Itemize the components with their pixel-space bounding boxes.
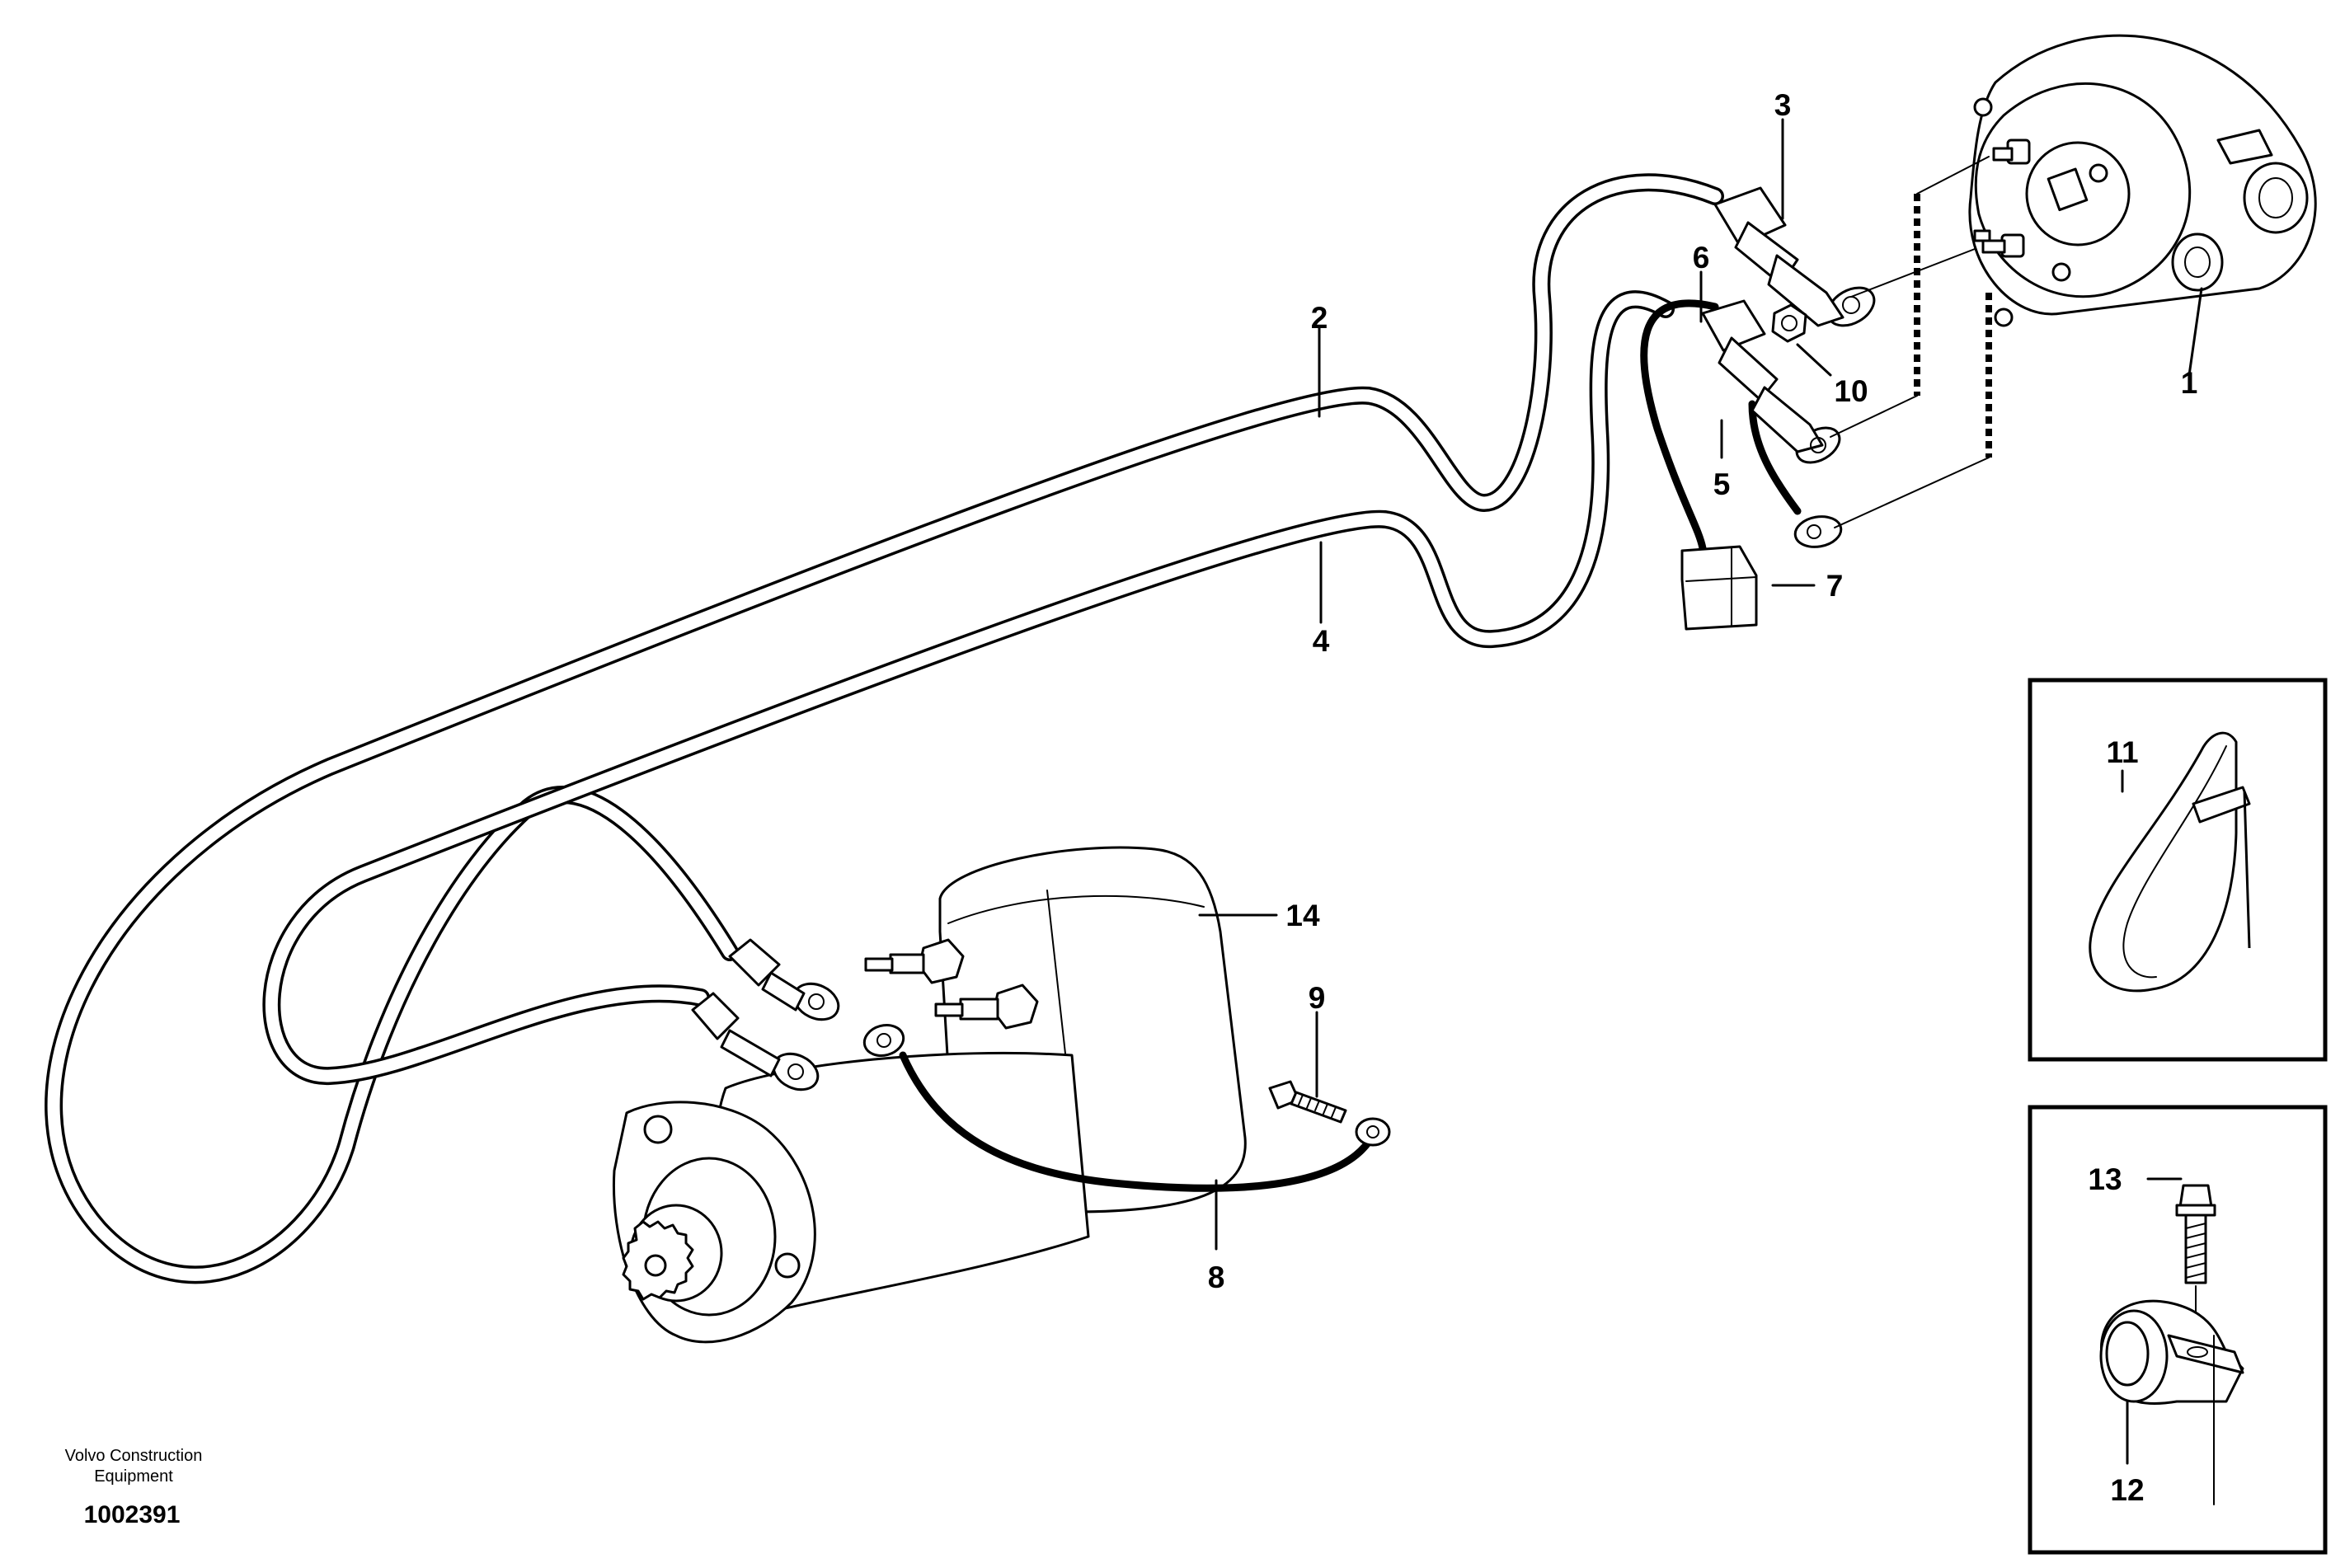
battery-cable-4 [262, 290, 1675, 1086]
signal-cable [1640, 299, 1719, 552]
callout-3: 3 [1774, 88, 1792, 122]
callout-12: 12 [2110, 1473, 2144, 1507]
callout-11: 11 [2106, 735, 2138, 769]
callout-5: 5 [1713, 467, 1731, 501]
callout-13: 13 [2088, 1162, 2122, 1196]
detail-box-clamp [2028, 1105, 2328, 1555]
callout-10: 10 [1834, 374, 1868, 408]
connector-7 [1680, 545, 1758, 631]
terminal-stud [1973, 97, 2108, 327]
cable-lug-3 [1713, 186, 1876, 327]
ring-terminal [1793, 515, 1843, 548]
battery-cable-2 [45, 173, 1724, 1284]
callout-14: 14 [1285, 899, 1320, 932]
callout-1: 1 [2181, 366, 2198, 400]
bolt-9 [1268, 1080, 1347, 1124]
assembly-lines [1830, 156, 1992, 528]
starter-motor [612, 846, 1247, 1344]
callout-7: 7 [1826, 569, 1844, 603]
callout-9: 9 [1309, 981, 1326, 1015]
solenoid-terminal [864, 938, 1039, 1030]
starter-lugs [691, 938, 905, 1091]
ground-lead [1748, 400, 1802, 515]
brand-line-1: Volvo Construction [65, 1447, 203, 1465]
callout-2: 2 [1311, 301, 1328, 335]
ground-strap-eye [1355, 1117, 1391, 1147]
brand-line-2: Equipment [94, 1467, 173, 1486]
component-1 [1968, 34, 2317, 327]
detail-box-cable-tie [2028, 678, 2328, 1062]
callout-4: 4 [1313, 624, 1330, 658]
ground-strap-8 [899, 1051, 1373, 1192]
cable-lug-6 [1701, 299, 1841, 464]
callout-8: 8 [1208, 1261, 1225, 1294]
callout-6: 6 [1693, 241, 1710, 275]
nut-10 [1771, 303, 1807, 343]
drawing-number: 1002391 [84, 1501, 181, 1528]
callout-leaders [1198, 118, 2203, 1465]
